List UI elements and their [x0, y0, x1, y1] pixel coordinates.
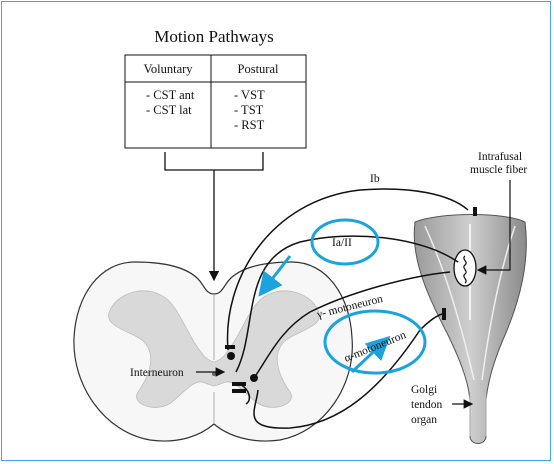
table-cell-rst: - RST — [234, 118, 265, 132]
golgi-label-line3: organ — [411, 414, 437, 426]
golgi-label-line1: Golgi — [411, 384, 437, 396]
intrafusal-label-line2: muscle fiber — [470, 164, 527, 176]
intrafusal-spindle — [454, 250, 476, 286]
table-header-voluntary: Voluntary — [143, 62, 193, 76]
diagram-title: Motion Pathways — [154, 27, 273, 46]
ia-ii-label: Ia/II — [332, 237, 352, 249]
table-cell-cst-lat: - CST lat — [146, 103, 192, 117]
intrafusal-label-line1: Intrafusal — [478, 151, 522, 163]
table-cell-cst-ant: - CST ant — [146, 88, 195, 102]
table-header-postural: Postural — [238, 62, 280, 76]
table-cell-tst: - TST — [234, 103, 264, 117]
golgi-label-line2: tendon — [411, 399, 443, 411]
pathways-table: Voluntary Postural - CST ant - CST lat -… — [125, 55, 306, 148]
table-cell-vst: - VST — [234, 88, 265, 102]
ib-label: Ib — [370, 173, 380, 185]
interneuron-label: Interneuron — [130, 367, 184, 379]
spinal-cord-section — [74, 262, 352, 441]
